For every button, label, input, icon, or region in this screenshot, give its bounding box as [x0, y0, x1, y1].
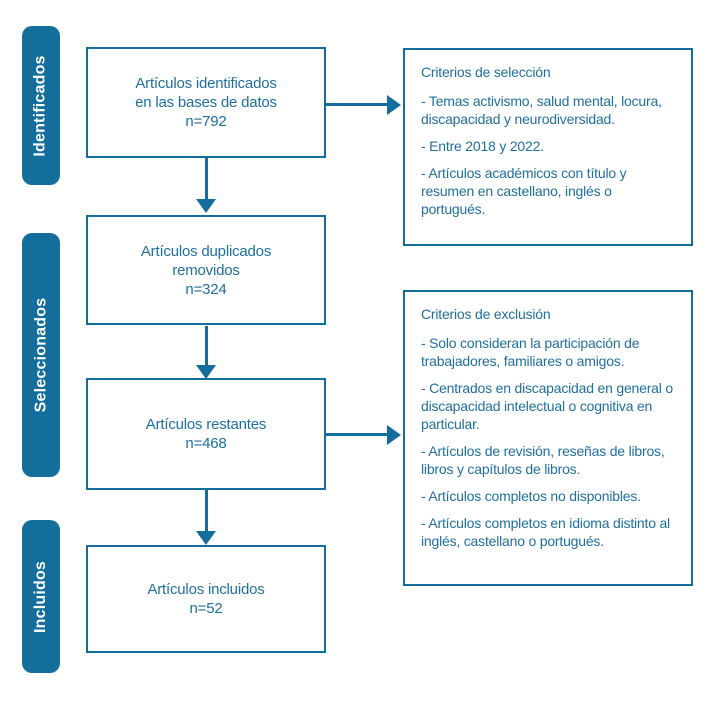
- box-count: n=468: [185, 435, 227, 452]
- right-arrowhead-icon: [387, 425, 401, 445]
- criteria-item: - Entre 2018 y 2022.: [421, 138, 544, 154]
- criteria-item: - Temas activismo, salud mental, locura,…: [421, 93, 662, 127]
- box-text-line: Artículos duplicados: [140, 242, 272, 260]
- right-arrow-line-1: [326, 103, 388, 106]
- criteria-item: - Artículos completos no disponibles.: [421, 488, 641, 504]
- right-arrow-line-2: [326, 433, 388, 436]
- box-text-line: Artículos restantes: [145, 416, 267, 433]
- box-text-line: Artículos identificados: [135, 75, 277, 92]
- stage-pill-incluidos: Incluidos: [22, 520, 60, 673]
- down-arrowhead-icon: [196, 531, 216, 545]
- down-arrowhead-icon: [196, 199, 216, 213]
- criteria-box-seleccion: Criterios de selección - Temas activismo…: [403, 48, 693, 246]
- criteria-item: - Artículos de revisión, reseñas de libr…: [421, 443, 665, 477]
- down-arrow-line-1: [205, 158, 208, 200]
- stage-pill-identificados: Identificados: [22, 26, 60, 185]
- criteria-box-exclusion: Criterios de exclusión - Solo consideran…: [403, 290, 693, 586]
- box-text-line: en las bases de datos: [135, 94, 277, 111]
- stage-label-identificados: Identificados: [32, 54, 49, 157]
- criteria-title: Criterios de exclusión: [421, 306, 551, 322]
- stage-pill-seleccionados: Seleccionados: [22, 233, 60, 477]
- box-text-line: removidos: [172, 261, 240, 279]
- down-arrow-line-3: [205, 490, 208, 532]
- box-count: n=324: [185, 280, 227, 298]
- stage-label-seleccionados: Seleccionados: [32, 297, 49, 413]
- down-arrowhead-icon: [196, 365, 216, 379]
- criteria-item: - Centrados en discapacidad en general o…: [421, 380, 673, 432]
- stage-label-incluidos: Incluidos: [32, 560, 49, 633]
- box-count: n=52: [189, 600, 223, 617]
- right-arrowhead-icon: [387, 95, 401, 115]
- box-count: n=792: [185, 113, 227, 130]
- criteria-item: - Artículos completos en idioma distinto…: [421, 515, 670, 549]
- box-text-line: Artículos incluidos: [147, 581, 265, 598]
- flow-box-identificados: Artículos identificados en las bases de …: [86, 47, 326, 158]
- down-arrow-line-2: [205, 326, 208, 366]
- flow-box-restantes: Artículos restantes n=468: [86, 378, 326, 490]
- criteria-item: - Solo consideran la participación de tr…: [421, 335, 640, 369]
- flow-box-duplicados: Artículos duplicados removidos n=324: [86, 215, 326, 325]
- criteria-title: Criterios de selección: [421, 64, 551, 80]
- criteria-item: - Artículos académicos con título y resu…: [421, 165, 627, 217]
- flow-box-incluidos: Artículos incluidos n=52: [86, 545, 326, 653]
